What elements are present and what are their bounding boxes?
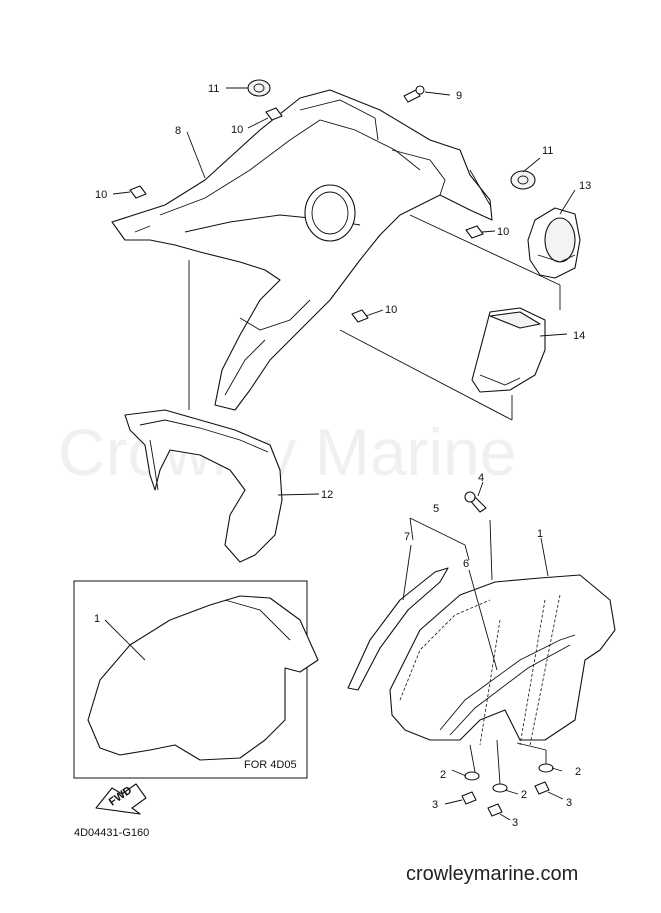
callout-3-a: 3: [432, 799, 438, 811]
clip-10-b: [130, 186, 146, 198]
nut-2-a: [465, 772, 479, 780]
callout-12: 12: [321, 489, 333, 501]
screw-3-a: [462, 792, 476, 804]
callout-13: 13: [579, 180, 591, 192]
bolt-9: [404, 86, 424, 102]
callout-2-a: 2: [440, 769, 446, 781]
callout-10-b: 10: [95, 189, 107, 201]
screw-3-c: [535, 782, 549, 794]
callout-7: 7: [404, 531, 410, 543]
callout-9: 9: [456, 90, 462, 102]
callout-3-c: 3: [566, 797, 572, 809]
callout-5: 5: [433, 503, 439, 515]
variant-label: FOR 4D05: [244, 759, 297, 771]
callout-10-d: 10: [385, 304, 397, 316]
callout-10-a: 10: [231, 124, 243, 136]
callout-1-right: 1: [537, 528, 543, 540]
variant-box: [74, 581, 318, 778]
cover-14: [472, 308, 545, 392]
callout-14: 14: [573, 330, 585, 342]
nut-2-b: [493, 784, 507, 792]
callout-6: 6: [463, 558, 469, 570]
grommet-11-top: [248, 80, 270, 96]
front-fender-main: [390, 575, 615, 740]
rear-fender-frame: [112, 90, 492, 410]
callout-10-c: 10: [497, 226, 509, 238]
callout-8: 8: [175, 125, 181, 137]
callout-11-right: 11: [542, 145, 553, 157]
diagram-code: 4D04431-G160: [74, 827, 149, 839]
callout-3-b: 3: [512, 817, 518, 829]
callout-1-left: 1: [94, 613, 100, 625]
callout-4: 4: [478, 472, 484, 484]
site-url: crowleymarine.com: [406, 863, 578, 885]
watermark: Crowley Marine: [58, 415, 516, 489]
bolt-4: [465, 492, 486, 512]
callout-11-top: 11: [208, 83, 219, 95]
cover-13: [528, 208, 580, 278]
clip-10-d: [352, 310, 368, 322]
grommet-11-right: [511, 171, 535, 189]
clip-10-c: [466, 226, 483, 238]
callout-2-c: 2: [575, 766, 581, 778]
callout-2-b: 2: [521, 789, 527, 801]
nut-2-c: [539, 764, 553, 772]
